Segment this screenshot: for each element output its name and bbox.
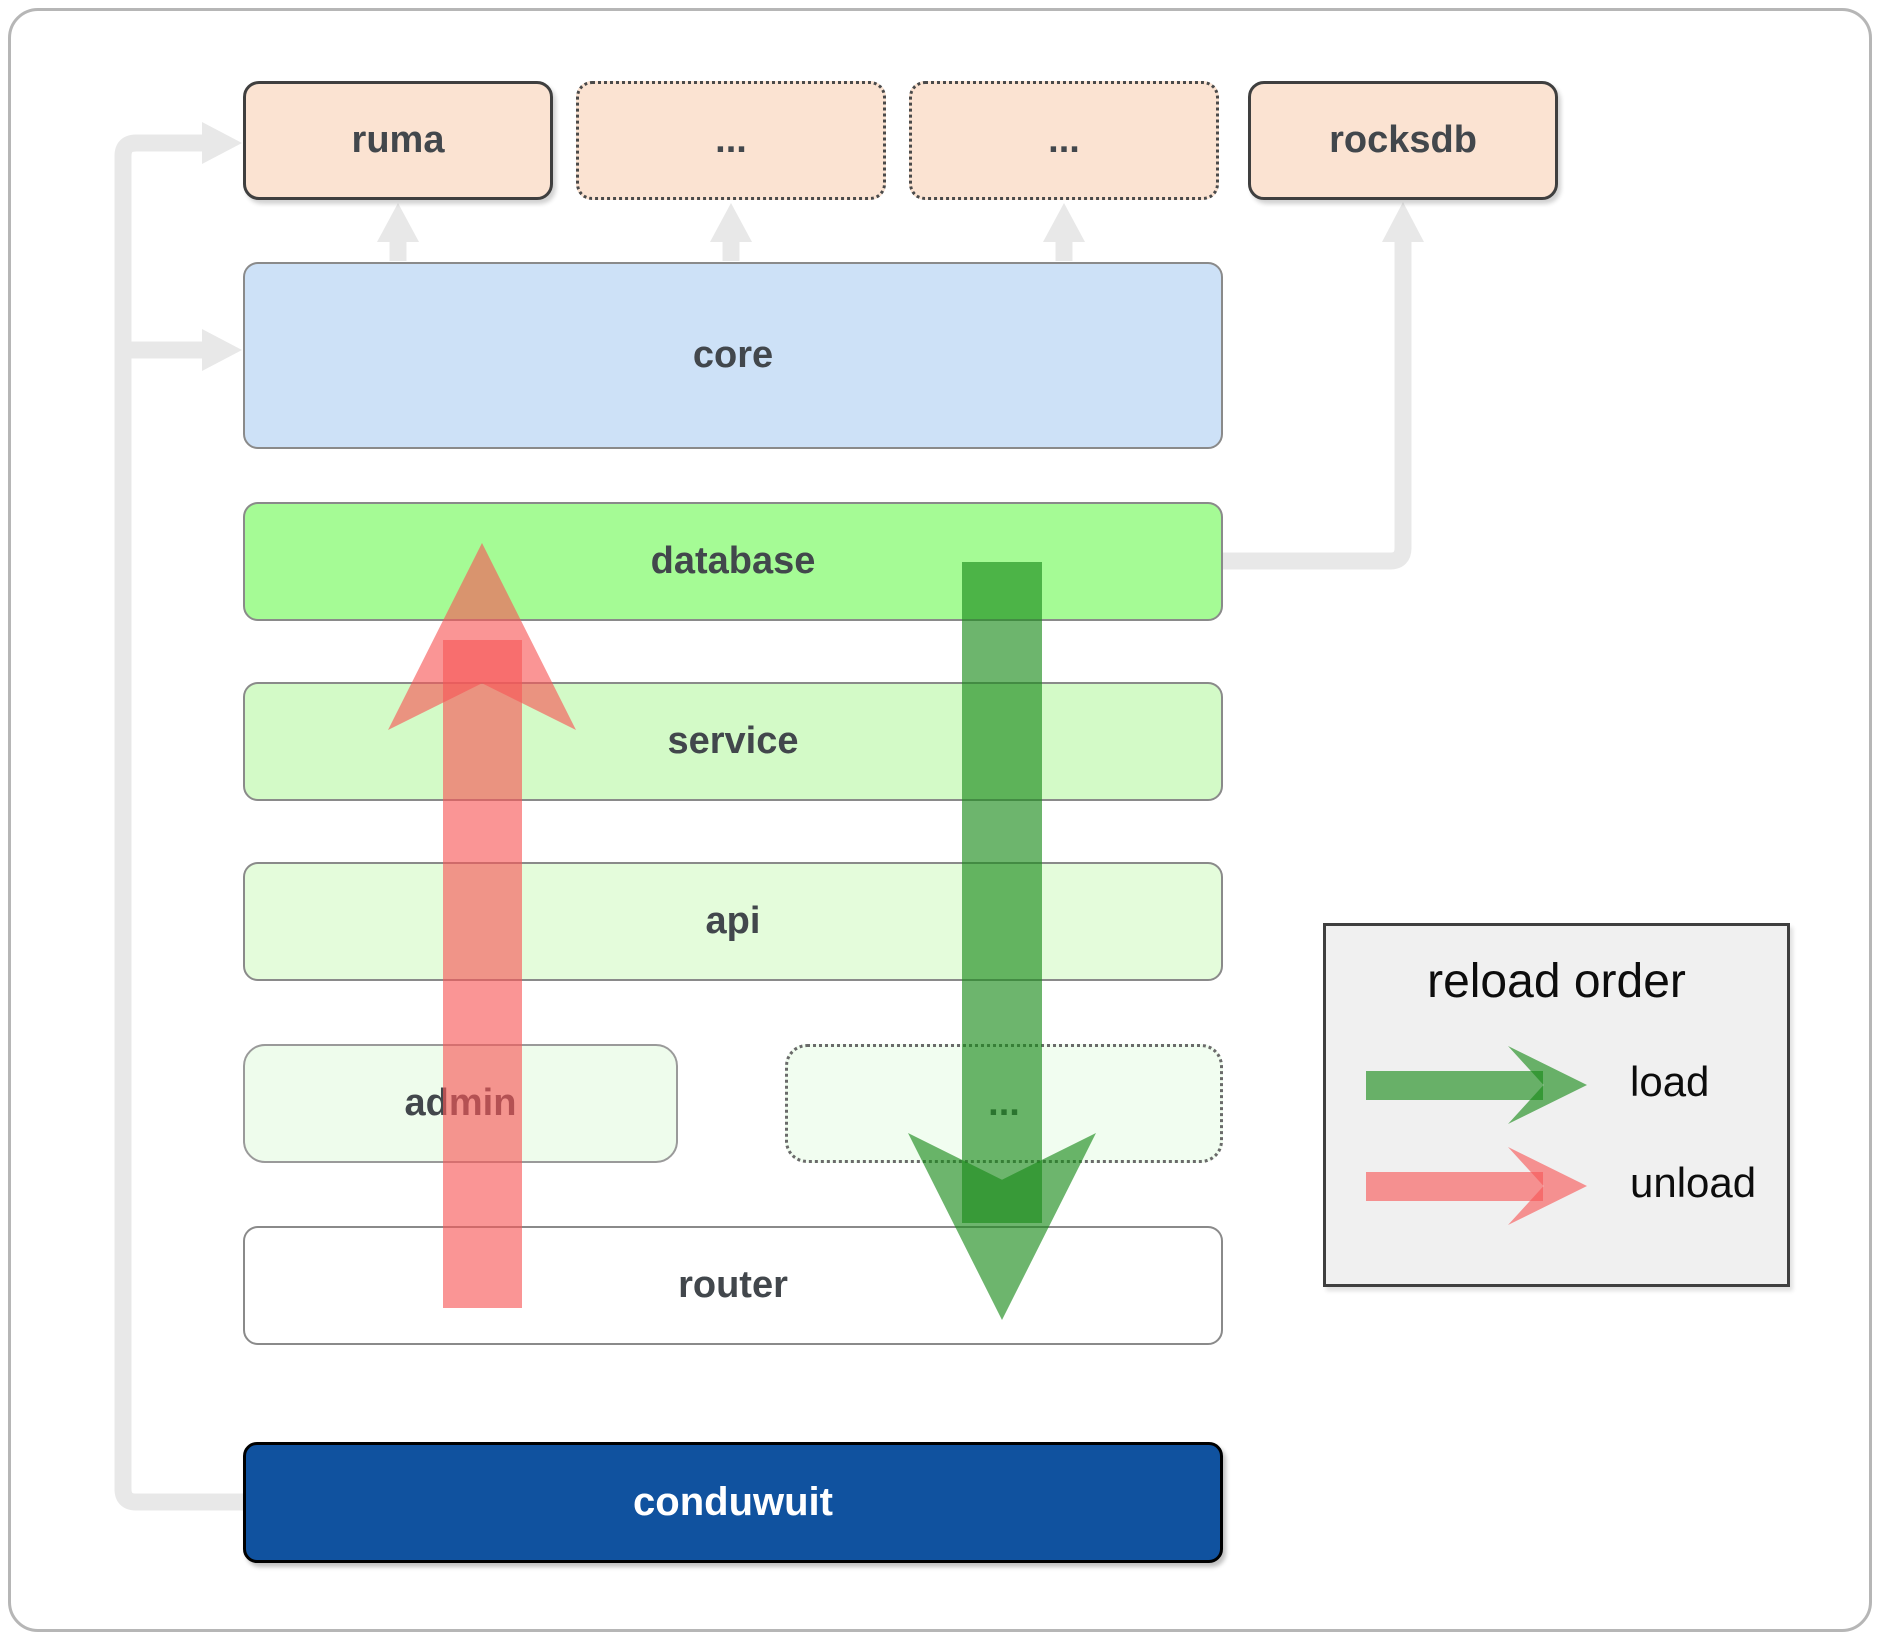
load-arrow-shaft [962,562,1042,1223]
legend-title: reload order [1427,955,1686,1008]
box-database: database [243,502,1223,621]
box-ellipsis-top-2: ... [909,81,1219,200]
arrowhead-core-to-ruma [377,203,419,242]
connector-database-to-rocksdb [1222,240,1412,570]
box-service: service [243,682,1223,801]
box-core-label: core [692,334,774,376]
legend-unload-arrow-icon [1366,1172,1543,1201]
arrowhead-into-core-left [202,329,242,371]
box-conduwuit-label: conduwuit [633,1480,833,1524]
legend-load-label: load [1630,1058,1710,1105]
unload-arrow-shaft [443,640,522,1308]
arrowhead-core-to-ellipsis-2 [1043,203,1085,242]
legend-load-arrow-icon [1366,1071,1543,1100]
box-rocksdb: rocksdb [1248,81,1558,200]
box-ellipsis-top-1-label: ... [715,119,747,161]
box-api: api [243,862,1223,981]
box-ruma-label: ruma [351,119,445,161]
arrowhead-into-ruma-left [202,122,242,164]
box-conduwuit: conduwuit [243,1442,1223,1563]
box-router: router [243,1226,1223,1345]
legend: reload order load unload [1323,923,1790,1287]
connector-conduwuit-to-ruma [114,134,243,1511]
box-rocksdb-label: rocksdb [1329,119,1477,161]
box-ellipsis-top-1: ... [576,81,886,200]
arrowhead-core-to-ellipsis-1 [710,203,752,242]
box-service-label: service [667,720,799,762]
box-database-label: database [650,540,816,582]
box-router-label: router [678,1264,788,1306]
box-core: core [243,262,1223,449]
outer-frame [8,8,1872,1632]
legend-unload-label: unload [1630,1159,1757,1206]
box-ellipsis-top-2-label: ... [1048,119,1080,161]
box-api-label: api [705,900,761,942]
box-ruma: ruma [243,81,553,200]
arrowhead-into-rocksdb [1382,202,1424,242]
